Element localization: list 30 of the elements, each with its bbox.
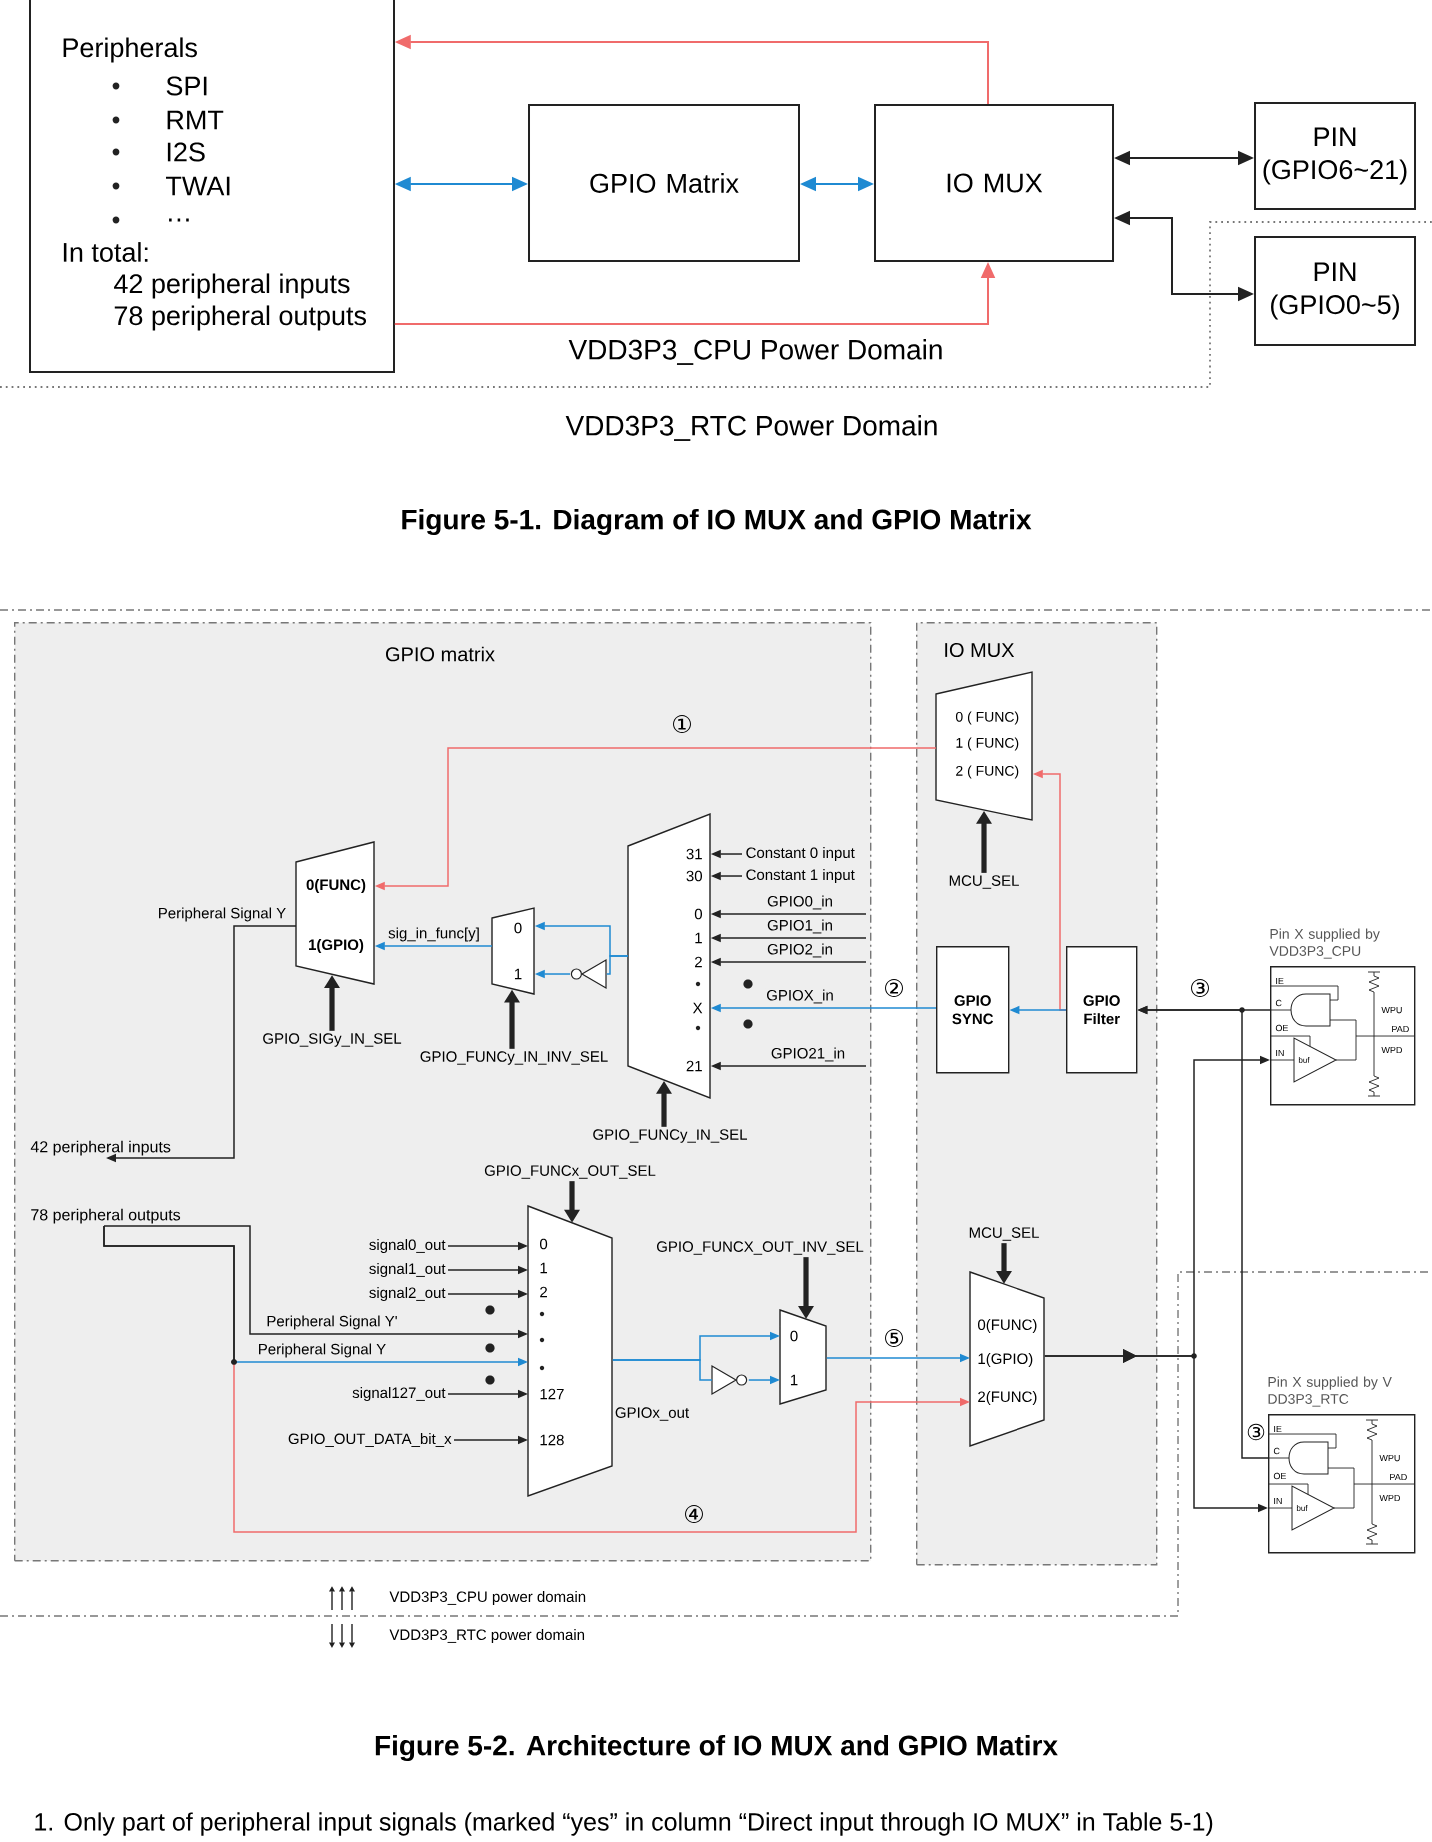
pin-box: PIN (GPIO0~5)	[1254, 236, 1416, 346]
panel-title: GPIO matrix	[386, 646, 495, 662]
connector-line	[612, 1359, 713, 1381]
domain-label: VDD3P3_RTC Power Domain	[565, 415, 937, 441]
callout-number: ①	[673, 715, 691, 733]
list-item: TWAI	[166, 176, 230, 196]
list-text: 78 peripheral outputs	[114, 305, 367, 331]
domain-label: VDD3P3_CPU Power Domain	[568, 339, 942, 365]
block-box: GPIO Matrix	[528, 104, 800, 262]
callout-number: ②	[885, 979, 903, 997]
block-box: IO MUX	[874, 104, 1114, 262]
signal-label: 42 peripheral inputs	[30, 1140, 171, 1156]
list-item: SPI	[166, 76, 207, 96]
list-heading: Peripherals	[63, 37, 197, 63]
list-item: …	[169, 218, 189, 222]
list-item: RMT	[167, 110, 224, 130]
footnote: 1. Only part of peripheral input signals (marked “yes” in column “Direct input through IO MUX” in Table 5-1)	[35, 1812, 1213, 1836]
list-text: In total:	[63, 242, 148, 262]
connector-line	[606, 955, 629, 975]
figure-caption: Figure 5-1. Diagram of IO MUX and GPIO Matrix	[402, 508, 1032, 536]
callout-number: ⑤	[885, 1329, 903, 1347]
callout-number: ④	[685, 1505, 703, 1523]
signal-label: 78 peripheral outputs	[31, 1208, 181, 1224]
figure-caption: Figure 5-2. Architecture of IO MUX and GPIO Matirx	[375, 1734, 1058, 1762]
panel-title: IO MUX	[945, 642, 1015, 658]
callout-number: ③	[1191, 979, 1209, 997]
pin-box: PIN (GPIO6~21)	[1254, 102, 1416, 210]
list-text: 42 peripheral inputs	[114, 273, 350, 299]
callout-number: ③	[1247, 1423, 1265, 1441]
list-item: I2S	[167, 142, 205, 162]
